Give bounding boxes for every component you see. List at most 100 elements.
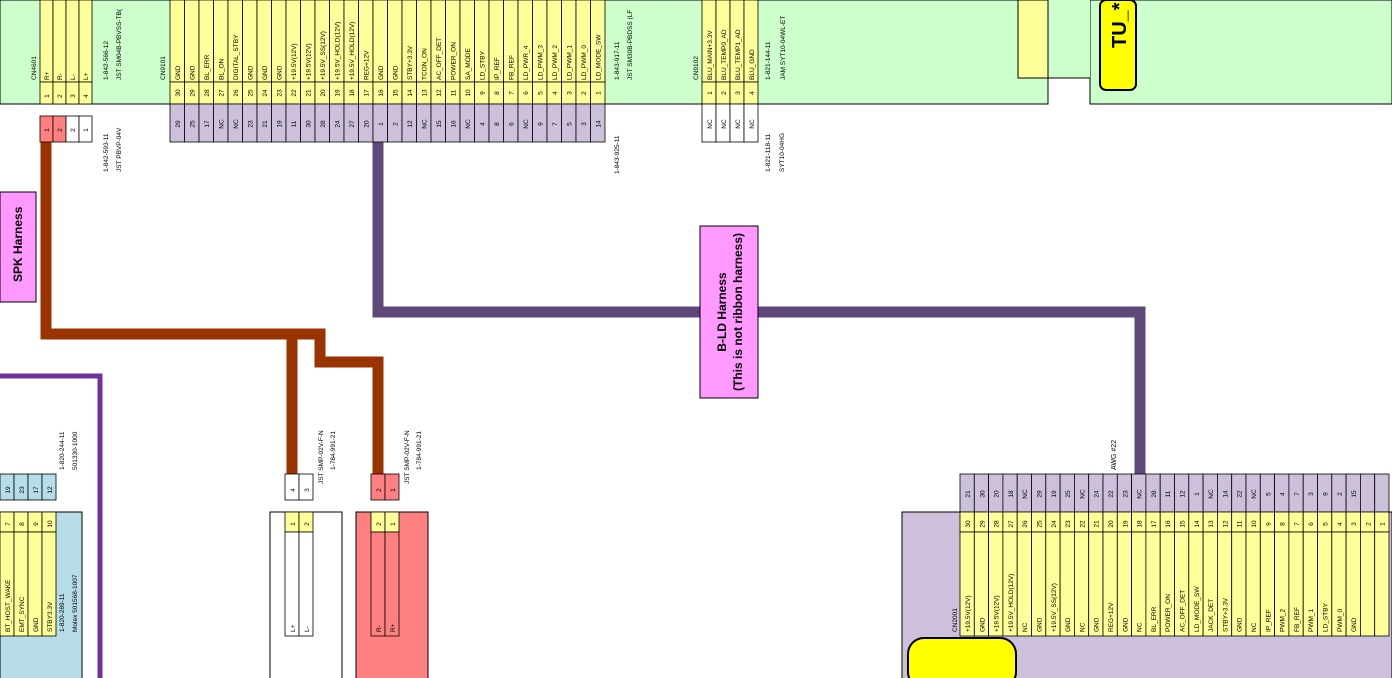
cn2001-signal: JACK_DET xyxy=(1208,599,1215,632)
cn2001-signal: FB_REF xyxy=(1294,607,1301,632)
cn9101-signal: DIGITAL_STBY xyxy=(233,34,240,80)
cn4601-ref: CN4601 xyxy=(31,56,38,80)
cn9101-pin-number: 23 xyxy=(277,89,284,97)
cn9102-pin-number: 3 xyxy=(735,91,742,95)
cn9101-pin-number: 29 xyxy=(190,89,197,97)
cn9101-part-no: 1-843-917-11 xyxy=(614,41,621,80)
cn4601-pin-number: 2 xyxy=(57,94,64,98)
cn9101-signal: GND xyxy=(175,65,182,80)
speaker-right-pin-cell xyxy=(384,511,400,533)
speaker-right-signal-cell xyxy=(384,531,400,637)
cn9101-signal: LD_PWM_1 xyxy=(567,45,574,80)
cn2001-signal: REG+12V xyxy=(1108,602,1115,632)
cn2001-harness-pin: 14 xyxy=(1222,490,1229,498)
cn2001-pin-cell xyxy=(1274,511,1290,533)
cn9101-harness-pin: 29 xyxy=(175,120,182,128)
speaker-left-pin-number: 1 xyxy=(290,522,297,526)
speaker-left-part-code: 1-784-991-21 xyxy=(330,431,337,470)
cn9101-signal: IP_REF xyxy=(494,57,501,80)
cn9101-pin-number: 13 xyxy=(422,89,429,97)
speaker-right-pin-cell xyxy=(370,511,386,533)
cn9102-signal: BLU_TEMP1_AD xyxy=(735,29,742,80)
cn2001-signal: PWM_0 xyxy=(1337,609,1344,633)
cn9101-signal: GND xyxy=(393,65,400,80)
cn9101-signal: LD_MODE_SW xyxy=(596,34,603,80)
bl-harness-part-name: 501330-1000 xyxy=(72,431,79,470)
speaker-right-pin-number: 1 xyxy=(390,522,397,526)
speaker-right-signal-cell xyxy=(370,531,386,637)
spk-harness-label: SPK Harness xyxy=(11,206,25,282)
cn2001-harness-pin: 15 xyxy=(1351,490,1358,498)
cn2001-pin-number: 21 xyxy=(1094,520,1101,528)
cn9101-part-name: JST SM30B-PBDSS (LF xyxy=(627,10,634,80)
cn2001-signal: PWM_1 xyxy=(1308,609,1315,633)
cn2001-pin-number: 6 xyxy=(1308,522,1315,526)
cn9101-signal: +19.5V_SS(12V) xyxy=(320,31,327,80)
cn9101-harness-part-no: 1-843-925-11 xyxy=(614,135,621,174)
cn2001-signal: +19.5V_SS(12V) xyxy=(1051,583,1058,632)
cn9101-harness-pin: 2 xyxy=(393,122,400,126)
cn9102-part-name: JAM SYT10-04WL-ET xyxy=(780,16,787,80)
cn2001-harness-pin: 22 xyxy=(1237,490,1244,498)
cn9101-harness-pin: 24 xyxy=(335,120,342,128)
tu-connector-box[interactable] xyxy=(1099,0,1137,91)
cn2001-signal: +19.5V_HOLD(12V) xyxy=(1008,574,1015,632)
cn2001-pin-number: 25 xyxy=(1037,520,1044,528)
cn9101-harness-cell xyxy=(590,103,606,143)
cn4601-signal: L- xyxy=(70,74,77,80)
cn9101-harness-pin: 9 xyxy=(538,122,545,126)
cn2001-harness-cell xyxy=(1360,473,1376,513)
bl-pin-cell xyxy=(13,511,29,533)
cn2001-signal-cell xyxy=(1074,531,1090,637)
cn2001-signal-cell xyxy=(1016,531,1032,637)
cn4601-harness-pin: 1 xyxy=(44,128,51,132)
cn9101-harness-pin: 6 xyxy=(509,122,516,126)
cn9101-pin-number: 16 xyxy=(378,89,385,97)
cn9101-signal: +19.5V_HOLD(12V) xyxy=(349,22,356,80)
cn9101-harness-pin: NC xyxy=(422,119,429,129)
bl-pin-cell xyxy=(0,511,15,533)
cn2001-pin-number: 24 xyxy=(1051,520,1058,528)
cn9101-harness-pin: 8 xyxy=(494,122,501,126)
speaker-right-part-no: JST SMP-02V-F-N xyxy=(404,430,411,484)
bl-pin-number: 9 xyxy=(33,522,40,526)
cn9101-pin-number: 19 xyxy=(335,89,342,97)
cn2001-signal: IP_REF xyxy=(1265,609,1272,632)
bld-wire xyxy=(372,142,1146,474)
speaker-left-signal-cell xyxy=(284,531,300,637)
cn2001-pin-number: 15 xyxy=(1180,520,1187,528)
spk-wires xyxy=(40,142,384,474)
cn2001-pin-number: 30 xyxy=(965,520,972,528)
cn9101-signal: LD_STBY xyxy=(480,50,487,80)
cn2001-pin-number: 16 xyxy=(1165,520,1172,528)
cn9101-signal: GND xyxy=(190,65,197,80)
cn9101-harness-pin: 7 xyxy=(552,122,559,126)
cn9102-ref: CN9102 xyxy=(693,56,700,80)
speaker-left-signal-cell xyxy=(298,531,314,637)
speaker-left-signal: L- xyxy=(304,626,311,632)
cn9101-pin-number: 28 xyxy=(204,89,211,97)
speaker-right-harness-cell xyxy=(384,473,400,501)
cn9102-pin-number: 4 xyxy=(749,91,756,95)
cn4601-harness-part-no: 1-842-593-11 xyxy=(103,133,110,172)
cn4601-harness-pin: 1 xyxy=(83,128,90,132)
cn2001-harness-pin: 5 xyxy=(1265,492,1272,496)
cn9102-harness-pin: NC xyxy=(721,119,728,129)
bl-harness-cell xyxy=(41,473,57,501)
cn2001-yellow-block[interactable] xyxy=(907,637,1017,678)
cn2001-harness-pin: NC xyxy=(1208,489,1215,499)
tu-pale-box xyxy=(1017,0,1049,79)
top-board-right xyxy=(1089,0,1392,105)
cn9101-pin-number: 1 xyxy=(596,91,603,95)
cn2001-pin-number: 20 xyxy=(1108,520,1115,528)
cn9101-pin-number: 10 xyxy=(465,89,472,97)
speaker-right-signal: R+ xyxy=(390,623,397,632)
cn9102-harness-part-name: SYT10-04HG xyxy=(779,133,786,172)
speaker-left-pin-number: 2 xyxy=(304,522,311,526)
cn9101-signal: GND xyxy=(248,65,255,80)
cn2001-signal: STBY+3.3V xyxy=(1222,597,1229,632)
spk-harness-box xyxy=(0,191,37,303)
cn2001-signal: +19.5V(12V) xyxy=(994,595,1001,632)
cn9101-signal: BL_ON xyxy=(219,58,226,80)
cn4601-signal: L+ xyxy=(83,72,90,80)
